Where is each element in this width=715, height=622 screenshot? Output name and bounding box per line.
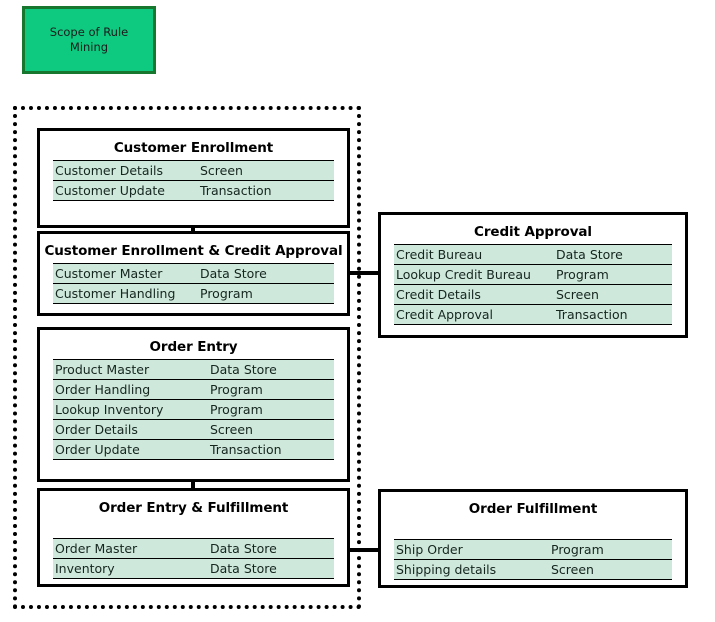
row-name: Inventory	[55, 561, 115, 576]
table-row[interactable]: Order Details Screen	[53, 420, 334, 440]
box-rows: Order Master Data Store Inventory Data S…	[53, 538, 334, 579]
connector-order-entry-fulfillment-to-order-fulfillment	[348, 548, 380, 552]
row-type: Transaction	[210, 442, 282, 457]
row-type: Screen	[556, 287, 599, 302]
row-type: Data Store	[210, 362, 277, 377]
row-type: Screen	[551, 562, 594, 577]
row-type: Data Store	[210, 541, 277, 556]
table-row[interactable]: Lookup Inventory Program	[53, 400, 334, 420]
row-name: Customer Master	[55, 266, 163, 281]
row-type: Program	[556, 267, 609, 282]
row-type: Program	[210, 382, 263, 397]
row-name: Order Update	[55, 442, 140, 457]
table-row[interactable]: Credit Approval Transaction	[394, 305, 672, 325]
row-name: Customer Details	[55, 163, 164, 178]
row-name: Lookup Credit Bureau	[396, 267, 531, 282]
entity-box-order-entry-and-fulfillment[interactable]: Order Entry & Fulfillment Order Master D…	[37, 488, 350, 587]
table-row[interactable]: Shipping details Screen	[394, 560, 672, 580]
scope-boundary	[13, 106, 361, 609]
row-type: Screen	[200, 163, 243, 178]
row-name: Shipping details	[396, 562, 497, 577]
entity-box-credit-approval[interactable]: Credit Approval Credit Bureau Data Store…	[378, 212, 688, 338]
box-rows: Credit Bureau Data Store Lookup Credit B…	[394, 244, 672, 325]
row-name: Lookup Inventory	[55, 402, 164, 417]
row-type: Screen	[210, 422, 253, 437]
row-name: Customer Handling	[55, 286, 176, 301]
box-title: Order Entry	[149, 339, 238, 355]
scope-callout: Scope of Rule Mining	[22, 6, 156, 74]
row-name: Credit Approval	[396, 307, 494, 322]
table-row[interactable]: Order Update Transaction	[53, 440, 334, 460]
row-type: Data Store	[556, 247, 623, 262]
row-name: Ship Order	[396, 542, 463, 557]
table-row[interactable]: Customer Details Screen	[53, 161, 334, 181]
row-type: Program	[200, 286, 253, 301]
table-row[interactable]: Order Handling Program	[53, 380, 334, 400]
row-type: Program	[210, 402, 263, 417]
table-row[interactable]: Credit Bureau Data Store	[394, 245, 672, 265]
scope-callout-label: Scope of Rule Mining	[49, 25, 129, 54]
box-rows: Ship Order Program Shipping details Scre…	[394, 539, 672, 580]
table-row[interactable]: Customer Update Transaction	[53, 181, 334, 201]
row-name: Customer Update	[55, 183, 165, 198]
table-row[interactable]: Lookup Credit Bureau Program	[394, 265, 672, 285]
box-title: Customer Enrollment	[113, 140, 274, 156]
row-name: Order Details	[55, 422, 138, 437]
row-name: Order Master	[55, 541, 138, 556]
row-type: Transaction	[556, 307, 628, 322]
box-rows: Customer Details Screen Customer Update …	[53, 160, 334, 201]
box-title: Order Fulfillment	[468, 501, 598, 517]
box-title: Credit Approval	[474, 224, 592, 240]
row-name: Credit Bureau	[396, 247, 483, 262]
box-title: Order Entry & Fulfillment	[98, 500, 289, 516]
row-type: Program	[551, 542, 604, 557]
row-name: Credit Details	[396, 287, 481, 302]
table-row[interactable]: Credit Details Screen	[394, 285, 672, 305]
table-row[interactable]: Product Master Data Store	[53, 360, 334, 380]
box-title: Customer Enrollment & Credit Approval	[44, 243, 343, 259]
row-name: Order Handling	[55, 382, 151, 397]
row-name: Product Master	[55, 362, 150, 377]
connector-ce-credit-approval-to-credit-approval	[348, 271, 380, 275]
box-rows: Product Master Data Store Order Handling…	[53, 359, 334, 460]
table-row[interactable]: Inventory Data Store	[53, 559, 334, 579]
entity-box-order-entry[interactable]: Order Entry Product Master Data Store Or…	[37, 327, 350, 482]
box-rows: Customer Master Data Store Customer Hand…	[53, 263, 334, 304]
row-type: Transaction	[200, 183, 272, 198]
connector-customer-enrollment-to-ce-credit-approval	[191, 226, 195, 234]
table-row[interactable]: Order Master Data Store	[53, 539, 334, 559]
entity-box-order-fulfillment[interactable]: Order Fulfillment Ship Order Program Shi…	[378, 489, 688, 588]
connector-order-entry-to-order-entry-fulfillment	[191, 480, 195, 490]
table-row[interactable]: Ship Order Program	[394, 540, 672, 560]
entity-box-customer-enrollment[interactable]: Customer Enrollment Customer Details Scr…	[37, 128, 350, 228]
table-row[interactable]: Customer Handling Program	[53, 284, 334, 304]
row-type: Data Store	[200, 266, 267, 281]
entity-box-customer-enrollment-and-credit-approval[interactable]: Customer Enrollment & Credit Approval Cu…	[37, 231, 350, 316]
table-row[interactable]: Customer Master Data Store	[53, 264, 334, 284]
row-type: Data Store	[210, 561, 277, 576]
